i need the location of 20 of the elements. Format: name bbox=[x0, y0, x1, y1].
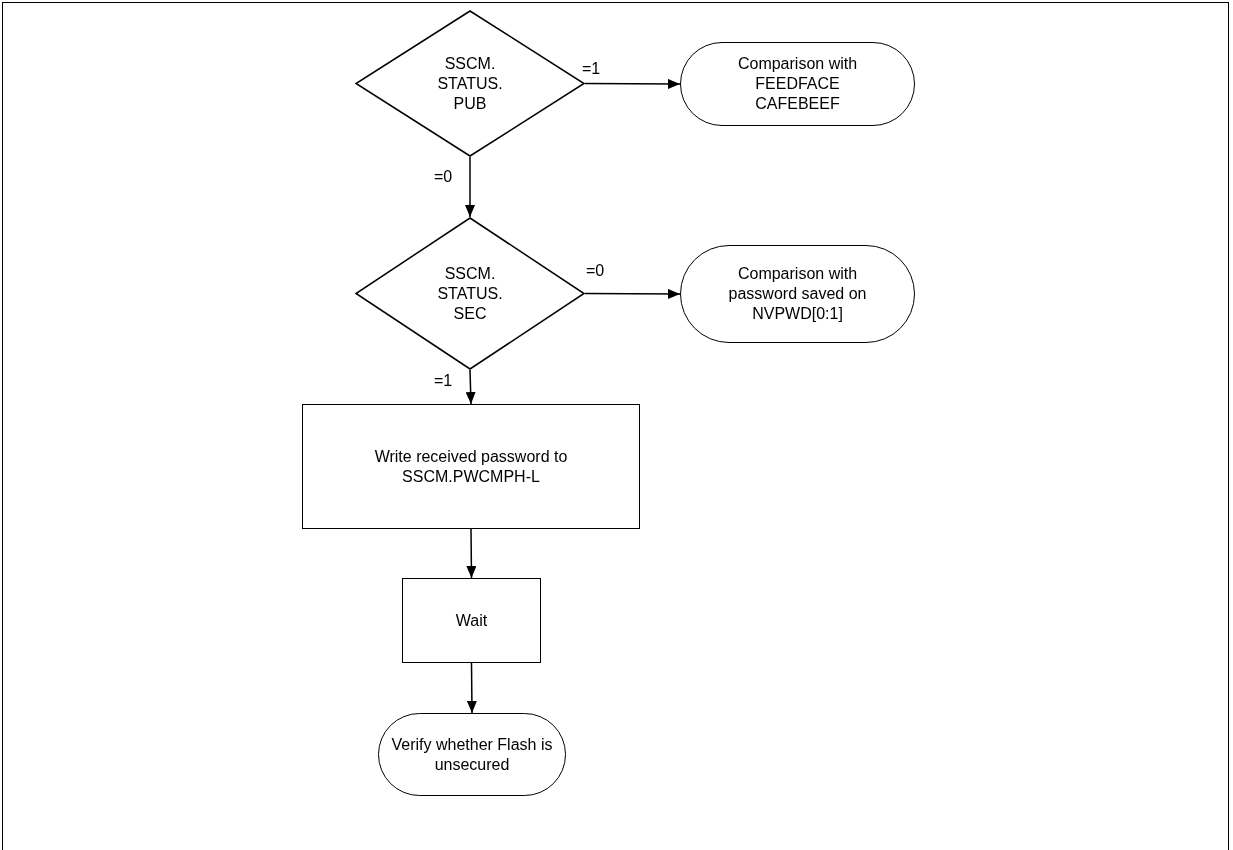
edge-label: =0 bbox=[434, 168, 453, 186]
process-box bbox=[302, 404, 640, 529]
node-label: Wait bbox=[455, 610, 488, 631]
arrow bbox=[466, 662, 477, 714]
edge-label: =0 bbox=[586, 262, 605, 280]
edge-label: =1 bbox=[582, 60, 601, 78]
arrow bbox=[584, 78, 681, 89]
node-label: Comparison with password saved on NVPWD[0:1] bbox=[727, 264, 868, 324]
arrow bbox=[466, 528, 477, 579]
node-label: SSCM. STATUS. PUB bbox=[436, 53, 504, 114]
arrow bbox=[465, 369, 476, 405]
edge-label: =1 bbox=[434, 372, 453, 390]
node-label: SSCM. STATUS. SEC bbox=[436, 263, 504, 324]
decision-diamond bbox=[355, 217, 585, 370]
arrow bbox=[465, 156, 475, 218]
arrow bbox=[584, 288, 681, 299]
process-box bbox=[402, 578, 541, 663]
node-label: Verify whether Flash is unsecured bbox=[390, 734, 554, 775]
node-label: Write received password to SSCM.PWCMPH-L bbox=[373, 446, 569, 487]
node-label: Comparison with FEEDFACE CAFEBEEF bbox=[736, 54, 859, 114]
